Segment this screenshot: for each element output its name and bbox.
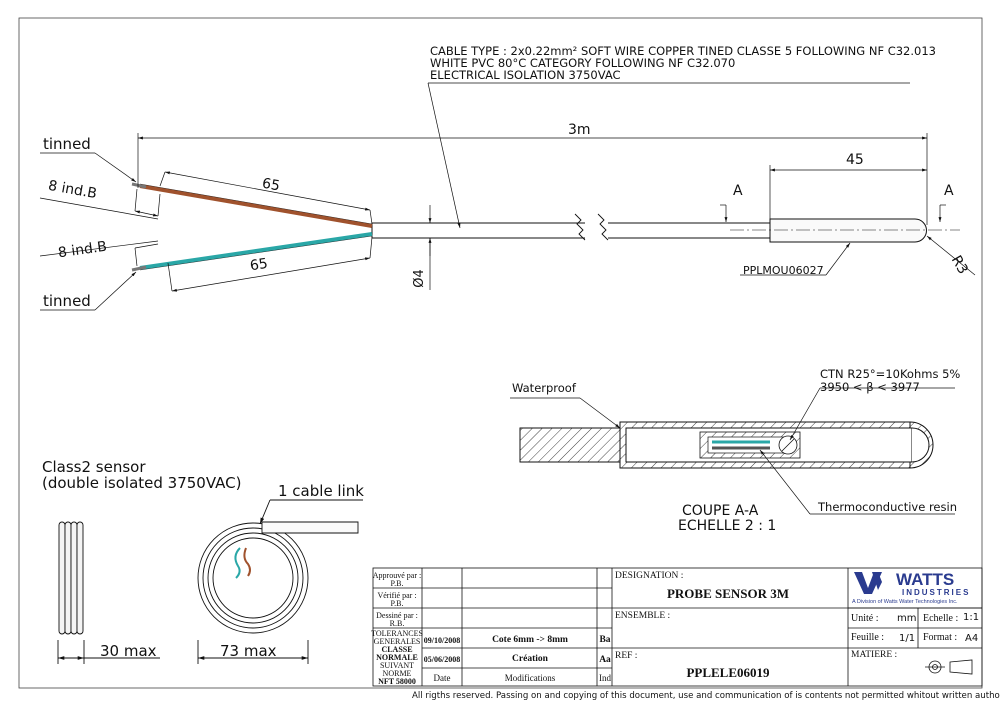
dim-probe-length: 45 <box>846 152 864 168</box>
tb-tol4: NORMALE <box>376 653 418 662</box>
tb-rev-b-ind: Ba <box>599 635 611 645</box>
tb-scale-label: Echelle : <box>923 613 959 624</box>
tb-tol6: NORME <box>382 669 412 678</box>
section-mark-left: A <box>733 183 743 199</box>
tb-drawn-label: Dessiné par : <box>376 611 418 620</box>
section-mark-right: A <box>944 183 954 199</box>
watts-logo-mark <box>854 572 882 594</box>
tb-tol3: CLASSE <box>381 645 413 654</box>
section-title: COUPE A-A <box>682 503 759 519</box>
tb-rev-a-mod: Création <box>512 654 548 664</box>
tb-rev-a-date: 05/06/2008 <box>423 655 461 664</box>
label-ctn-line2: 3950 < β < 3977 <box>820 380 920 394</box>
tb-ensemble-label: ENSEMBLE : <box>615 611 671 621</box>
section-scale: ECHELLE 2 : 1 <box>678 518 777 534</box>
tb-tol5: SUIVANT <box>379 661 415 670</box>
label-thermo: Thermoconductive resin <box>818 500 957 514</box>
tb-format: A4 <box>965 633 979 644</box>
label-tinned-bottom: tinned <box>43 292 91 310</box>
dim-coil-diameter: 73 max <box>220 642 277 660</box>
label-tinned-top: tinned <box>43 135 91 153</box>
watts-logo: WATTS INDUSTRIES A Division of Watts Wat… <box>850 570 982 608</box>
tb-tol1: TOLERANCES <box>371 629 423 638</box>
cable-note-line1: CABLE TYPE : 2x0.22mm² SOFT WIRE COPPER … <box>430 44 936 58</box>
tb-ref-label: REF : <box>615 651 638 661</box>
tb-sheet: 1/1 <box>899 633 916 644</box>
coil-side-view <box>57 521 160 664</box>
section-leaders <box>510 387 955 515</box>
tb-unit-label: Unité : <box>851 613 879 624</box>
dim-total-length: 3m <box>568 122 591 138</box>
tb-format-label: Format : <box>923 632 958 643</box>
label-class2-line2: (double isolated 3750VAC) <box>42 474 242 492</box>
cable-note-line2: WHITE PVC 80°C CATEGORY FOLLOWING NF C32… <box>430 56 736 70</box>
dim-wire-bottom: 65 <box>248 255 269 275</box>
label-part-ref: PPLMOU06027 <box>743 264 824 277</box>
tb-approved-by: P.B. <box>390 579 404 588</box>
tb-drawn-by: R.B. <box>389 619 405 628</box>
dim-class2-width: 30 max <box>100 642 157 660</box>
frame-border <box>18 17 983 689</box>
footer-copyright: All rigths reserved. Passing on and copy… <box>412 691 1000 701</box>
dim-wire-top: 65 <box>260 175 282 195</box>
section-a-a <box>519 421 934 469</box>
title-block-grid <box>372 567 983 687</box>
tb-rev-b-mod: Cote 6mm -> 8mm <box>492 635 568 645</box>
tb-verified-label: Vérifié par : <box>377 591 417 600</box>
tb-tol2: GENERALES <box>373 637 421 646</box>
tb-unit: mm <box>897 613 917 624</box>
tb-col-date: Date <box>433 673 451 683</box>
label-class2-line1: Class2 sensor <box>42 458 146 476</box>
cable-note-line3: ELECTRICAL ISOLATION 3750VAC <box>430 68 621 82</box>
tb-approved-label: Approuvé par : <box>372 571 422 580</box>
tb-rev-a-ind: Aa <box>599 655 611 665</box>
tb-scale: 1:1 <box>963 612 980 623</box>
watts-tagline: A Division of Watts Water Technologies I… <box>852 599 958 605</box>
tb-tol7: NFT 58000 <box>378 677 416 686</box>
tb-sheet-label: Feuille : <box>851 632 885 643</box>
tb-designation: PROBE SENSOR 3M <box>666 586 790 601</box>
label-waterproof: Waterproof <box>512 381 576 395</box>
label-ctn-line1: CTN R25°=10Kohms 5% <box>820 367 961 381</box>
dim-diameter: Ø4 <box>411 269 427 288</box>
watts-brand: WATTS <box>896 570 955 589</box>
label-cable-link: 1 cable link <box>278 482 364 500</box>
tb-rev-b-date: 09/10/2008 <box>423 636 461 645</box>
tb-ref: PPLELE06019 <box>686 665 770 680</box>
dimension-lines <box>39 82 976 311</box>
watts-brand-sub: INDUSTRIES <box>902 588 971 597</box>
tb-col-mod: Modifications <box>504 673 556 683</box>
tb-designation-label: DESIGNATION : <box>615 571 684 581</box>
tb-col-ind: Ind <box>599 673 611 683</box>
coil-top-view <box>197 499 363 664</box>
tb-material-label: MATIERE : <box>851 650 898 660</box>
tb-verified-by: P.B. <box>390 599 404 608</box>
